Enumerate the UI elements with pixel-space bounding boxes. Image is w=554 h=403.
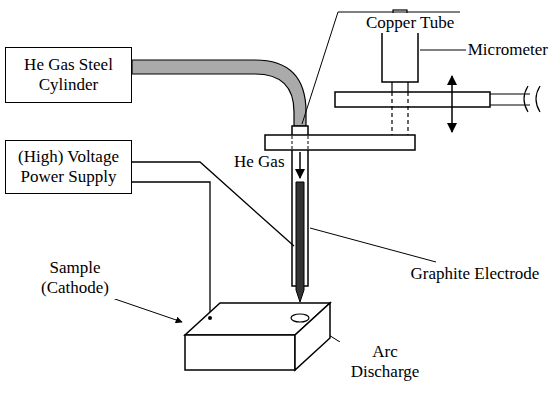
break-mark — [524, 86, 528, 112]
leader-line — [310, 228, 436, 262]
support-arm — [490, 104, 530, 105]
electrode-wire — [132, 162, 294, 246]
flow-label: He Gas — [232, 152, 287, 172]
part-label: Micrometer — [466, 40, 550, 60]
sample-side — [295, 303, 330, 370]
micrometer-spindle — [391, 92, 392, 135]
sample-wire — [132, 182, 210, 318]
sample-front — [185, 335, 295, 370]
gas-cylinder-box: He Gas Steel Cylinder — [5, 47, 132, 103]
arc-spot — [291, 314, 309, 322]
power-supply-box: (High) Voltage Power Supply — [5, 140, 132, 194]
part-label: Copper Tube — [364, 13, 456, 33]
box-text: He Gas Steel Cylinder — [12, 55, 125, 96]
graphite-electrode — [296, 182, 304, 302]
gas-hose — [132, 60, 306, 126]
lower-plate — [265, 135, 415, 150]
break-mark — [536, 86, 540, 112]
part-label: Sample (Cathode) — [30, 258, 120, 299]
upper-plate — [335, 92, 490, 107]
tube-hidden-edge — [292, 136, 293, 149]
box-text: (High) Voltage Power Supply — [12, 147, 125, 188]
leader-line — [112, 298, 182, 322]
tube-hidden-edge — [308, 136, 309, 149]
wire-contact — [208, 316, 212, 320]
micrometer-spindle — [391, 82, 392, 92]
leader-line — [420, 50, 466, 51]
gas-flow-arrow — [299, 152, 301, 178]
micrometer-spindle — [407, 82, 408, 92]
part-label: Graphite Electrode — [400, 264, 550, 284]
leader-line — [302, 12, 460, 124]
motion-arrow — [451, 76, 453, 132]
part-label: Arc Discharge — [338, 342, 432, 383]
micrometer-spindle — [407, 92, 408, 135]
